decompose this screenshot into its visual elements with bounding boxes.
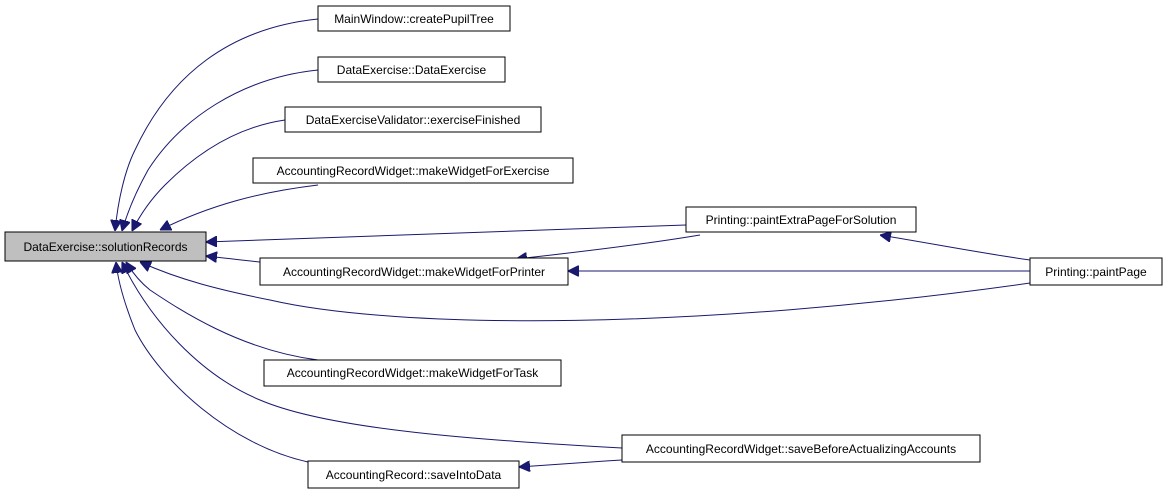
edge-createpupiltree-to-root — [115, 18, 319, 231]
node-label: AccountingRecordWidget::makeWidgetForExe… — [277, 164, 550, 178]
node-label: MainWindow::createPupilTree — [334, 12, 494, 26]
edge-exercisefinished-to-root — [132, 119, 286, 231]
node-label: DataExercise::solutionRecords — [23, 240, 187, 254]
node-solution-records[interactable]: DataExercise::solutionRecords — [4, 231, 207, 262]
node-save-into-data[interactable]: AccountingRecord::saveIntoData — [307, 460, 520, 489]
edge-widgetforprinter-to-root — [206, 256, 261, 262]
edges — [115, 18, 1031, 467]
edge-paintextrapage-to-widgetforprinter — [516, 234, 701, 259]
node-make-widget-for-printer[interactable]: AccountingRecordWidget::makeWidgetForPri… — [259, 257, 569, 286]
edge-widgetforexercise-to-root — [160, 184, 319, 230]
edge-savebefore-to-saveintodata — [519, 459, 623, 467]
edge-saveintodata-to-root — [116, 262, 309, 463]
nodes: DataExercise::solutionRecords MainWindow… — [4, 5, 1163, 489]
node-paint-page[interactable]: Printing::paintPage — [1029, 257, 1163, 286]
node-make-widget-for-task[interactable]: AccountingRecordWidget::makeWidgetForTas… — [263, 359, 562, 387]
node-data-exercise-ctor[interactable]: DataExercise::DataExercise — [317, 56, 506, 83]
edge-paintextrapage-to-root — [206, 224, 687, 242]
node-label: AccountingRecord::saveIntoData — [326, 468, 502, 482]
node-paint-extra-page[interactable]: Printing::paintExtraPageForSolution — [685, 206, 917, 233]
node-create-pupil-tree[interactable]: MainWindow::createPupilTree — [317, 5, 511, 32]
node-label: Printing::paintPage — [1045, 265, 1147, 279]
edge-widgetfortask-to-root — [126, 262, 319, 361]
node-make-widget-for-exercise[interactable]: AccountingRecordWidget::makeWidgetForExe… — [252, 157, 574, 184]
node-save-before-actualizing[interactable]: AccountingRecordWidget::saveBeforeActual… — [621, 434, 981, 463]
node-label: Printing::paintExtraPageForSolution — [706, 213, 897, 227]
edge-paintpage-to-root — [140, 262, 1031, 322]
edge-paintpage-to-paintextrapage — [880, 235, 1031, 261]
edge-dataexercise-to-root — [122, 69, 319, 231]
node-label: AccountingRecordWidget::makeWidgetForTas… — [287, 366, 539, 380]
node-label: DataExerciseValidator::exerciseFinished — [306, 113, 521, 127]
node-exercise-finished[interactable]: DataExerciseValidator::exerciseFinished — [284, 106, 542, 133]
node-label: AccountingRecordWidget::makeWidgetForPri… — [283, 265, 545, 279]
edge-savebefore-to-root — [122, 262, 623, 449]
node-label: DataExercise::DataExercise — [337, 63, 487, 77]
node-label: AccountingRecordWidget::saveBeforeActual… — [646, 442, 956, 456]
